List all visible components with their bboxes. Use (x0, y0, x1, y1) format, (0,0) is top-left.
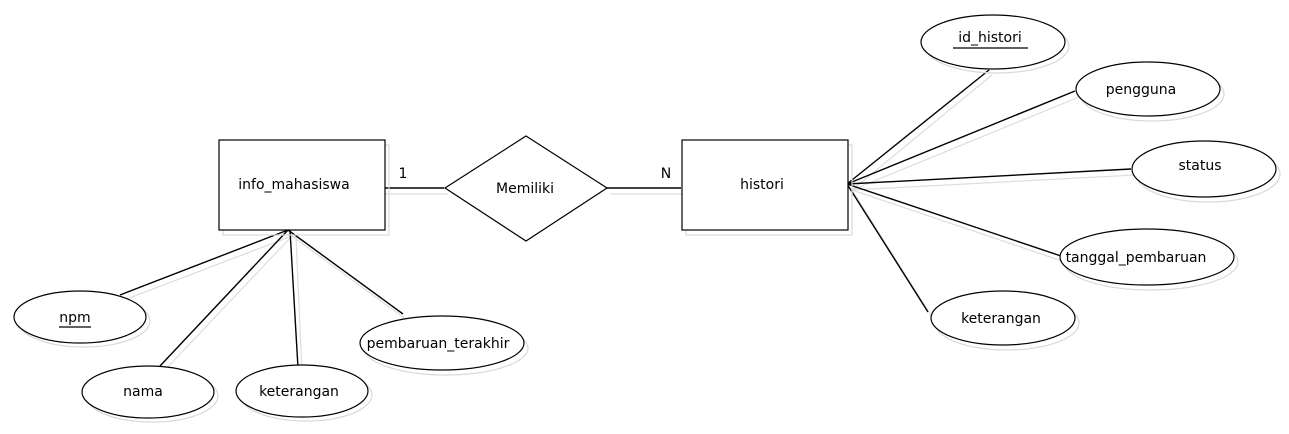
entity-info-mahasiswa-label: info_mahasiswa (238, 177, 349, 193)
attribute-keterangan-info-label: keterangan (259, 384, 339, 400)
attribute-id-histori-label: id_histori (958, 30, 1022, 46)
link-pengguna (846, 90, 1076, 185)
attribute-keterangan-histori-label: keterangan (961, 311, 1041, 327)
entity-info-mahasiswa[interactable]: info_mahasiswa (218, 139, 390, 236)
link-npm (119, 229, 289, 296)
attribute-tanggal-pembaruan-label: tanggal_pembaruan (1066, 250, 1207, 266)
attribute-npm-label: npm (59, 310, 90, 326)
attribute-keterangan-info[interactable]: keterangan (235, 364, 373, 422)
link-status (846, 168, 1132, 185)
attribute-keterangan-histori[interactable]: keterangan (930, 290, 1080, 351)
relationship-memiliki[interactable]: Memiliki (443, 135, 609, 242)
entity-histori[interactable]: histori (681, 139, 853, 236)
attribute-pembaruan-terakhir[interactable]: pembaruan_terakhir (359, 315, 529, 376)
connector-shadows (123, 74, 1136, 374)
attribute-npm[interactable]: npm (13, 290, 151, 348)
cardinality-one: 1 (399, 166, 408, 182)
attribute-id-histori[interactable]: id_histori (920, 14, 1070, 74)
attribute-tanggal-pembaruan[interactable]: tanggal_pembaruan (1059, 228, 1239, 291)
cardinality-many: N (661, 166, 671, 182)
attribute-pengguna[interactable]: pengguna (1075, 61, 1225, 122)
attribute-nama[interactable]: nama (81, 365, 219, 423)
link-tanggal-pembaruan (846, 183, 1062, 257)
link-id-histori (846, 69, 990, 185)
connector-lines (119, 69, 1132, 369)
attribute-status-label: status (1178, 158, 1221, 174)
attribute-nama-label: nama (123, 384, 163, 400)
relationship-memiliki-label: Memiliki (496, 181, 554, 197)
entity-histori-label: histori (740, 177, 784, 193)
attribute-pembaruan-terakhir-label: pembaruan_terakhir (367, 336, 510, 352)
link-nama (159, 229, 289, 367)
link-keterangan-left (289, 229, 299, 369)
link-keterangan-right (846, 183, 929, 313)
attribute-pengguna-label: pengguna (1106, 82, 1176, 98)
link-pembaruan-terakhir (287, 229, 404, 315)
attribute-status[interactable]: status (1131, 140, 1281, 203)
